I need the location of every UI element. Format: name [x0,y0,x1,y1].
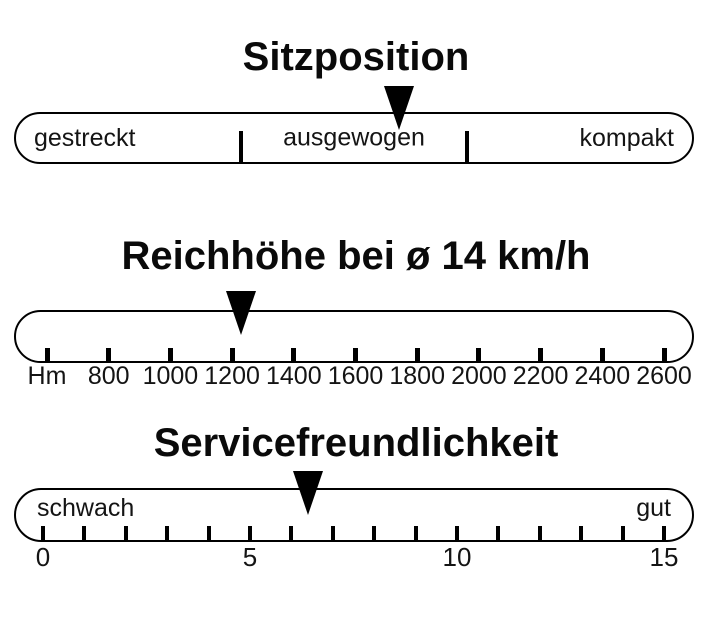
tick-mark [82,526,87,540]
tick-mark [291,348,297,361]
tick-mark [44,348,50,361]
tick-label: 10 [442,542,472,572]
tick-mark [620,526,625,540]
tick-label: Hm [27,362,67,390]
tick-mark [372,526,377,540]
tick-label: 1200 [204,362,260,390]
category-label-center: ausgewogen [283,123,425,152]
tick-label: 2400 [574,362,631,390]
end-label-left: schwach [37,493,135,522]
scale-bar-sitzposition: gestreckt kompakt ausgewogen [14,112,694,164]
end-labels: schwach gut [16,490,692,526]
tick-mark [229,348,235,361]
tick-label: 1400 [265,362,322,390]
tick-label: 0 [35,542,51,572]
tick-label: 800 [87,362,130,390]
tick-label: 5 [242,542,258,572]
scale-bar-reichhoehe [14,310,694,363]
tick-mark [455,526,459,540]
tick-mark [414,348,420,361]
tick-mark [496,526,501,540]
tick-mark [206,526,211,540]
tick-mark [123,526,128,540]
tick-mark [330,526,335,540]
pointer-arrow-icon [292,471,324,515]
tick-mark [106,348,112,361]
end-label-right: gut [636,493,671,522]
scale-bar-servicefreundlichkeit: schwach gut [14,488,694,542]
tick-label: 15 [649,542,679,572]
scale-title-servicefreundlichkeit: Servicefreundlichkeit [153,421,559,465]
scale-title-sitzposition: Sitzposition [242,35,470,79]
tick-mark [476,348,482,361]
category-label-right: kompakt [579,123,674,152]
tick-label: 2000 [451,362,507,390]
pointer-arrow-icon [225,291,257,335]
tick-mark [167,348,173,361]
tick-mark [248,526,252,540]
tick-mark [579,526,584,540]
tick-mark [165,526,170,540]
tick-label: 2200 [512,362,569,390]
tick-mark [662,526,666,540]
tick-mark [538,348,544,361]
scale-title-reichhoehe: Reichhöhe bei ø 14 km/h [121,234,591,278]
tick-label: 1800 [389,362,445,390]
tick-mark [599,348,605,361]
segment-divider [465,131,470,162]
tick-mark [537,526,542,540]
tick-label: 1000 [142,362,199,390]
tick-label: 1600 [327,362,384,390]
tick-mark [289,526,294,540]
pointer-arrow-icon [383,86,415,130]
tick-mark [413,526,418,540]
tick-mark [353,348,358,361]
category-label-left: gestreckt [34,123,136,152]
tick-mark [41,526,45,540]
tick-label: 2600 [636,362,692,390]
category-labels: gestreckt kompakt [16,114,692,162]
segment-divider [238,131,243,162]
tick-mark [661,348,667,361]
